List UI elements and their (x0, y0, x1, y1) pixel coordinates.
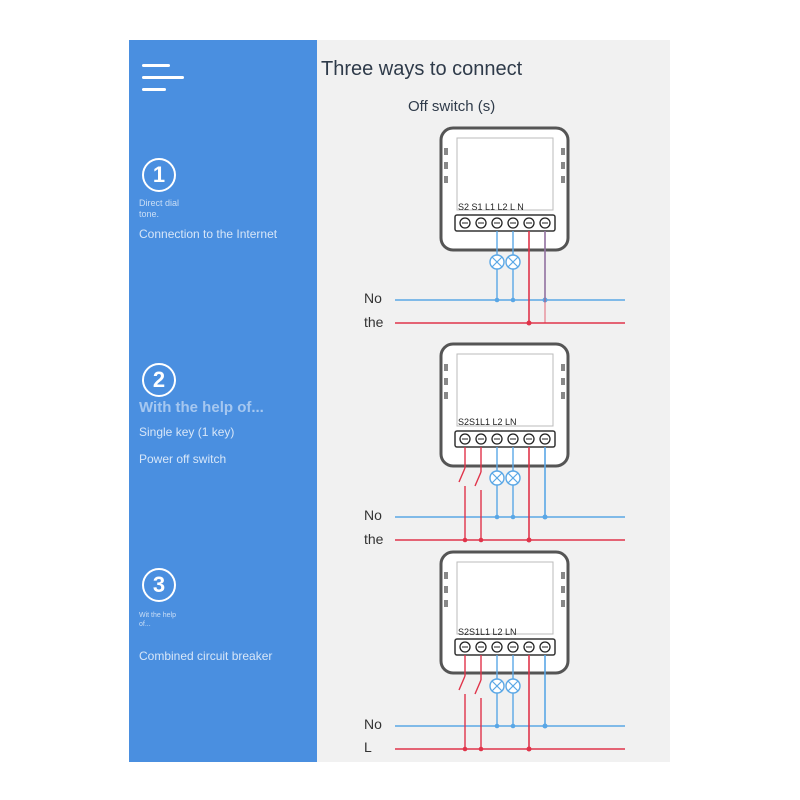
junction-dot (462, 537, 468, 543)
step-1-caption: Connection to the Internet (139, 227, 278, 241)
wire-label-neutral-2: No (364, 507, 382, 523)
lamp-cross (491, 680, 503, 692)
lamp-cross (507, 472, 519, 484)
step-1-note-line-1: Direct dial (139, 198, 180, 208)
device-notch (444, 378, 448, 385)
device-notch (561, 148, 565, 155)
junction-dot (494, 297, 500, 303)
wiring-diagram-3: S2S1L1 L2 LN (395, 550, 625, 752)
device-face (456, 561, 554, 635)
step-2-note-line-1: Single key (1 key) (139, 425, 235, 439)
step-3-note-line-1: Wit the help (139, 612, 176, 619)
terminal-label: S2S1L1 L2 LN (458, 627, 517, 637)
step-3-caption: Combined circuit breaker (139, 649, 273, 663)
wire-label-neutral-3: No (364, 716, 382, 732)
junction-dot (542, 514, 548, 520)
device-notch (561, 392, 565, 399)
device-notch (444, 162, 448, 169)
junction-dot (462, 746, 468, 752)
device-notch (561, 586, 565, 593)
device-notch (444, 148, 448, 155)
step-1-note-line-2: tone. (139, 209, 160, 219)
step-number-2: 2 (142, 363, 176, 397)
wire-label-live-2: the (364, 531, 384, 547)
lamp-cross (491, 256, 503, 268)
step-number-3: 3 (142, 568, 176, 602)
terminal-label: S2 S1 L1 L2 L N (458, 202, 524, 212)
device-notch (561, 572, 565, 579)
step-2-caption: Power off switch (139, 452, 227, 466)
device-notch (444, 392, 448, 399)
device-notch (561, 176, 565, 183)
device-face (456, 137, 554, 211)
device-notch (444, 364, 448, 371)
wire-label-neutral-1: No (364, 290, 382, 306)
wire-label-live-1: the (364, 314, 384, 330)
junction-dot (510, 297, 516, 303)
terminal-label: S2S1L1 L2 LN (458, 417, 517, 427)
device-notch (561, 364, 565, 371)
junction-dot (478, 746, 484, 752)
page-subtitle: Off switch (s) (408, 98, 496, 115)
junction-dot (494, 723, 500, 729)
device-face (456, 353, 554, 427)
switch-icon (474, 679, 482, 695)
junction-dot (494, 514, 500, 520)
device-notch (444, 586, 448, 593)
lamp-cross (491, 472, 503, 484)
wire-label-live-3: L (364, 739, 372, 755)
junction-dot (542, 723, 548, 729)
lamp-cross (507, 256, 519, 268)
junction-dot (526, 746, 532, 752)
junction-dot (510, 723, 516, 729)
junction-dot (510, 514, 516, 520)
wiring-diagram-1: S2 S1 L1 L2 L N (395, 126, 625, 326)
device-notch (444, 600, 448, 607)
junction-dot (526, 320, 532, 326)
wiring-diagram-2: S2S1L1 L2 LN (395, 342, 625, 543)
hamburger-menu-icon[interactable] (142, 64, 186, 96)
junction-dot (478, 537, 484, 543)
switch-icon (458, 675, 466, 691)
device-notch (561, 162, 565, 169)
junction-dot (526, 537, 532, 543)
switch-icon (474, 471, 482, 487)
lamp-cross (507, 680, 519, 692)
step-3-note-line-2: of... (139, 621, 151, 628)
device-notch (444, 176, 448, 183)
device-notch (444, 572, 448, 579)
device-notch (561, 378, 565, 385)
switch-icon (458, 467, 466, 483)
page-title: Three ways to connect (321, 58, 523, 80)
device-notch (561, 600, 565, 607)
step-2-heading: With the help of... (139, 399, 264, 416)
step-number-1: 1 (142, 158, 176, 192)
